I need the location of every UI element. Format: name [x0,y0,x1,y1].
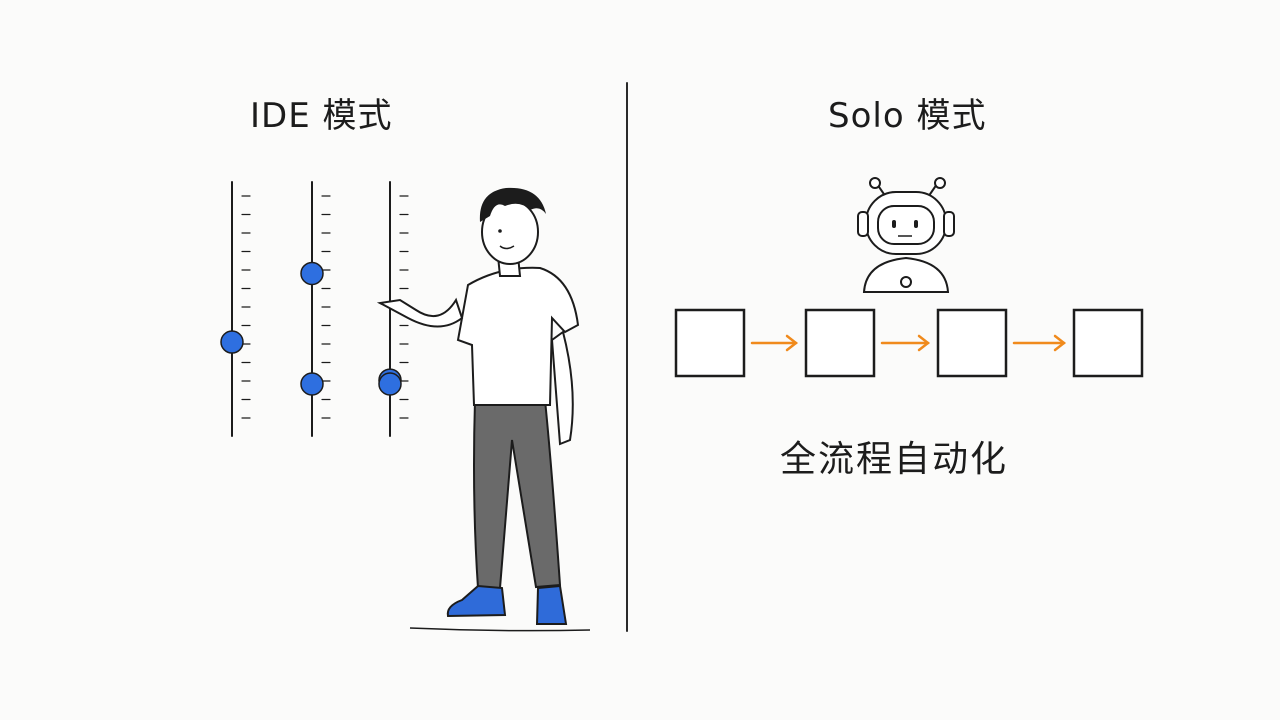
slider-knob[interactable] [220,330,244,354]
flow-arrow-icon [1012,334,1067,352]
automation-caption: 全流程自动化 [780,439,1009,480]
solo-mode-title: Solo 模式 [828,96,987,136]
slider-knob[interactable] [378,372,402,396]
slider-knob[interactable] [300,261,324,286]
workflow-step-box [1072,308,1144,378]
flow-arrow-icon [880,334,931,352]
ide-mode-title: IDE 模式 [250,96,393,136]
workflow-step-box [936,308,1008,378]
slider-knob[interactable] [300,372,324,396]
flow-arrow-icon [750,334,799,352]
workflow-step-box [674,308,746,378]
panel-divider [626,82,628,632]
workflow-step-box [804,308,876,378]
